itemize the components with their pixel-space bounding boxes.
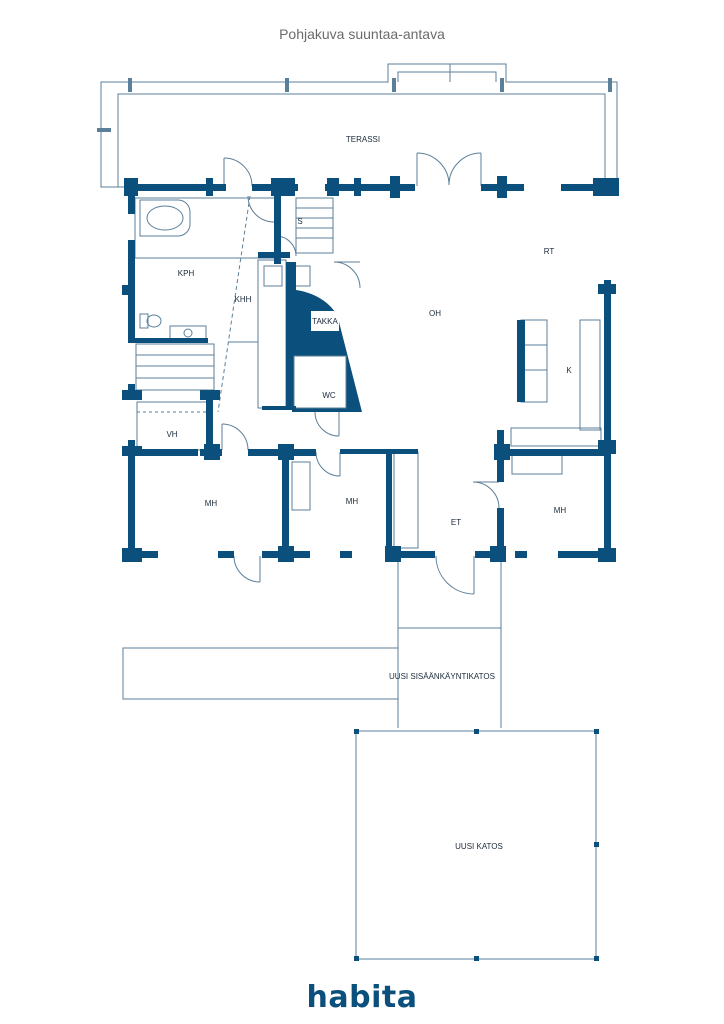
terrace-outline: [100, 63, 618, 188]
room-label-mh-1: MH: [205, 499, 218, 508]
toilet-icon: [139, 313, 162, 329]
fireplace-opening: [311, 311, 339, 331]
room-label-et: ET: [451, 518, 461, 527]
room-label-sisaankaynti: UUSI SISÄÄNKÄYNTIKATOS: [389, 672, 495, 681]
room-label-kph: KPH: [178, 269, 195, 278]
room-label-mh-2: MH: [346, 497, 359, 506]
entrance-canopy-outline: [122, 554, 502, 728]
sink-icon: [169, 325, 207, 341]
room-label-s: S: [297, 217, 302, 226]
room-label-terassi: TERASSI: [346, 135, 380, 144]
terrace-posts: [97, 78, 612, 132]
room-label-vh: VH: [166, 430, 177, 439]
interior-lines: [134, 195, 602, 549]
room-label-wc: WC: [322, 391, 336, 400]
room-label-oh: OH: [429, 309, 441, 318]
room-label-mh-3: MH: [554, 506, 567, 515]
room-label-k: K: [566, 366, 572, 375]
door-swings: [221, 152, 500, 595]
bathtub-icon: [139, 199, 191, 237]
plan-title: Pohjakuva suuntaa-antava: [279, 26, 445, 42]
habita-logo: habita: [306, 980, 418, 1015]
room-label-khh: KHH: [235, 295, 252, 304]
room-label-katos: UUSI KATOS: [455, 842, 503, 851]
walls: [122, 176, 619, 562]
room-label-rt: RT: [544, 247, 555, 256]
carport-outline: [354, 729, 599, 961]
room-label-takka: TAKKA: [312, 317, 338, 326]
wc-room-cutout: [293, 355, 347, 409]
